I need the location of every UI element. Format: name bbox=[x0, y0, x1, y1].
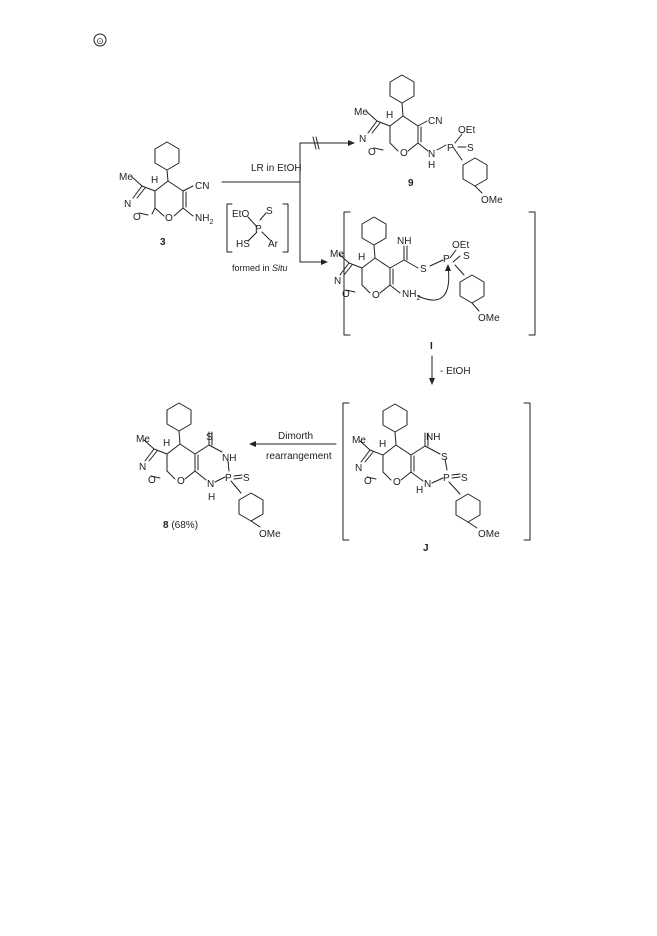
dimroth-arrow: Dimorth rearrangement bbox=[249, 431, 337, 462]
cj-ome-label: OMe bbox=[478, 529, 500, 540]
product-8: Me N O O H S NH P S N H OMe 8 (68%) bbox=[136, 402, 281, 540]
ci-h-label: H bbox=[358, 252, 365, 263]
reagent-ar-label: Ar bbox=[268, 239, 279, 250]
reagent-box: EtO S P HS Ar bbox=[226, 203, 289, 253]
c3-cn-label: CN bbox=[195, 181, 209, 192]
cj-n-amide-label: N bbox=[424, 479, 431, 490]
cj-id-label: J bbox=[423, 543, 429, 554]
ci-o2-label: O bbox=[372, 290, 380, 301]
compound-9: Me N O O H CN N H P S OEt OMe 9 bbox=[354, 74, 503, 206]
c8-n-label: N bbox=[139, 462, 146, 473]
c3-h-label: H bbox=[151, 175, 158, 186]
ci-nh2-label: NH2 bbox=[402, 289, 420, 302]
ci-s2-label: S bbox=[463, 251, 470, 262]
c9-o1-label: O bbox=[368, 147, 376, 158]
branch-arrows: LR in EtOH formed in Situ bbox=[221, 136, 355, 273]
c9-ome-label: OMe bbox=[481, 195, 503, 206]
c3-n-label: N bbox=[124, 199, 131, 210]
ci-o1-label: O bbox=[342, 289, 350, 300]
c9-s-label: S bbox=[467, 143, 474, 154]
c8-id-label: 8 (68%) bbox=[163, 520, 198, 531]
c8-s-label: S bbox=[206, 432, 213, 443]
ci-ome-label: OMe bbox=[478, 313, 500, 324]
ci-oet-label: OEt bbox=[452, 240, 469, 251]
c9-n-amide-label: N bbox=[428, 149, 435, 160]
intermediate-j: Me N O O H NH S P S N H OMe J bbox=[342, 402, 531, 554]
reagent-bottom-label: formed in Situ bbox=[232, 263, 288, 273]
c8-nh-top-label: NH bbox=[222, 453, 236, 464]
cj-s-label: S bbox=[441, 452, 448, 463]
cj-n-label: N bbox=[355, 463, 362, 474]
cj-h-label: H bbox=[379, 439, 386, 450]
ci-n-label: N bbox=[334, 276, 341, 287]
cj-s2-label: S bbox=[461, 473, 468, 484]
cj-o2-label: O bbox=[393, 477, 401, 488]
c9-nh-h-label: H bbox=[428, 160, 435, 171]
c8-p-label: P bbox=[225, 473, 232, 484]
c9-me-label: Me bbox=[354, 107, 368, 118]
cj-imine-label: NH bbox=[426, 432, 440, 443]
c8-h-label: H bbox=[163, 438, 170, 449]
dimroth-label-2: rearrangement bbox=[266, 451, 332, 462]
c9-p-label: P bbox=[447, 143, 454, 154]
reagent-p-label: P bbox=[255, 224, 262, 235]
arrow-i-to-j: - EtOH bbox=[429, 355, 471, 385]
ci-me-label: Me bbox=[330, 249, 344, 260]
compound-3: Me N O O H CN NH2 3 bbox=[119, 141, 213, 248]
c8-o2-label: O bbox=[177, 476, 185, 487]
c8-o1-label: O bbox=[148, 475, 156, 486]
c9-n-label: N bbox=[359, 134, 366, 145]
ci-imine-label: NH bbox=[397, 236, 411, 247]
c8-n-amide-label: N bbox=[207, 479, 214, 490]
c8-me-label: Me bbox=[136, 434, 150, 445]
ci-id-label: I bbox=[430, 341, 433, 352]
c3-me-label: Me bbox=[119, 172, 133, 183]
c3-o1-label: O bbox=[133, 212, 141, 223]
c9-id-label: 9 bbox=[408, 178, 414, 189]
corner-mark-icon bbox=[93, 33, 107, 47]
c3-o2-label: O bbox=[165, 213, 173, 224]
c3-nh2-label: NH2 bbox=[195, 213, 213, 226]
cj-p-label: P bbox=[443, 473, 450, 484]
cj-o1-label: O bbox=[364, 476, 372, 487]
c8-nh-h-label: H bbox=[208, 492, 215, 503]
corner-mark-text: ⊙ bbox=[96, 36, 104, 46]
cj-nh-h-label: H bbox=[416, 485, 423, 496]
c9-o2-label: O bbox=[400, 148, 408, 159]
c9-oet-label: OEt bbox=[458, 125, 475, 136]
c9-cn-label: CN bbox=[428, 116, 442, 127]
c3-id-label: 3 bbox=[160, 237, 166, 248]
c8-ome-label: OMe bbox=[259, 529, 281, 540]
dimroth-label-1: Dimorth bbox=[278, 431, 313, 442]
c8-s2-label: S bbox=[243, 473, 250, 484]
intermediate-i: Me N O O H NH S P S OEt NH2 OMe I bbox=[330, 211, 536, 352]
elimination-label: - EtOH bbox=[440, 366, 471, 377]
cj-me-label: Me bbox=[352, 435, 366, 446]
reagent-s-label: S bbox=[266, 206, 273, 217]
reagent-eto-label: EtO bbox=[232, 209, 249, 220]
c9-h-label: H bbox=[386, 110, 393, 121]
reagent-top-label: LR in EtOH bbox=[251, 163, 302, 174]
ci-s-label: S bbox=[420, 264, 427, 275]
ci-p-label: P bbox=[443, 254, 450, 265]
reagent-hs-label: HS bbox=[236, 239, 250, 250]
